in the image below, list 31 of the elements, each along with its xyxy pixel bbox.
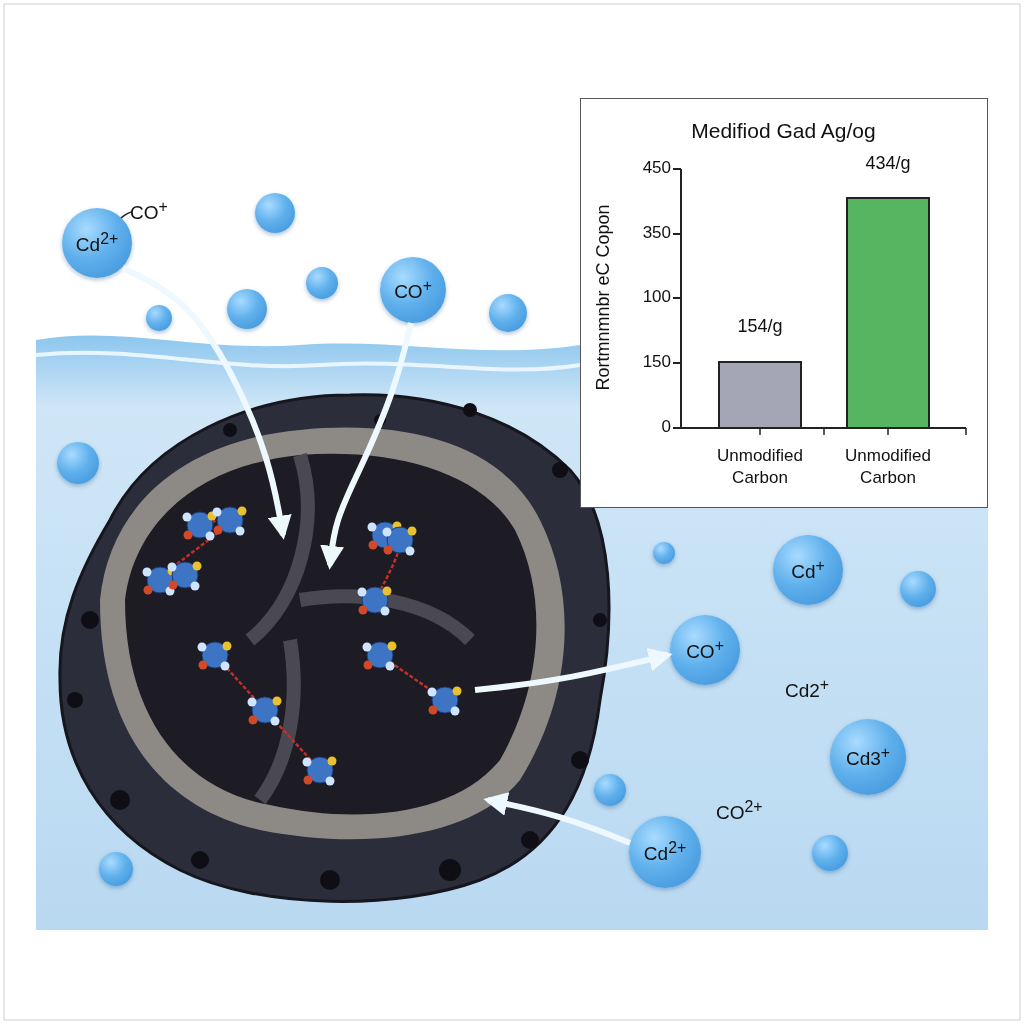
water-bubble bbox=[255, 193, 295, 233]
ion-label: Cd2$^{+}$ bbox=[785, 676, 830, 703]
ion-label: CO$^{+}$ bbox=[685, 636, 725, 664]
ion-label: CO$^{+}$ bbox=[393, 276, 433, 304]
ion-label: Cd$^{2+}$ bbox=[74, 229, 120, 257]
category-label: Unmodified Carbon bbox=[716, 445, 804, 489]
ion-bubble bbox=[380, 257, 446, 323]
arrow bbox=[121, 265, 292, 540]
y-axis-title: Rortmnmnbr eC Copon bbox=[592, 203, 614, 393]
tick-label: 450 bbox=[641, 158, 671, 178]
tick-label: 0 bbox=[660, 417, 671, 437]
category-label: Unmodified Carbon bbox=[844, 445, 932, 489]
ion-bubble bbox=[62, 208, 132, 278]
ion-label: CO$^{2+}$ bbox=[716, 798, 763, 825]
chart-title: Medifiod Gad Ag/og bbox=[690, 119, 877, 143]
tick-label: 100 bbox=[641, 287, 671, 307]
water-bubble bbox=[227, 289, 267, 329]
tick-label: 350 bbox=[641, 223, 671, 243]
ion-label: Cd$^{2+}$ bbox=[642, 838, 688, 866]
water-bubble bbox=[306, 267, 338, 299]
ion-label: CO$^{+}$ bbox=[130, 198, 168, 225]
water-bubble bbox=[146, 305, 172, 331]
arrow bbox=[483, 792, 632, 846]
ion-label: Cd3$^{+}$ bbox=[844, 743, 892, 771]
value-label: 154/g bbox=[736, 316, 784, 337]
arrow bbox=[474, 647, 673, 693]
ion-label: Cd$^{+}$ bbox=[790, 556, 826, 584]
value-label: 434/g bbox=[864, 153, 912, 174]
tick-label: 150 bbox=[641, 352, 671, 372]
leader-line bbox=[120, 211, 132, 219]
water-bubble bbox=[489, 294, 527, 332]
